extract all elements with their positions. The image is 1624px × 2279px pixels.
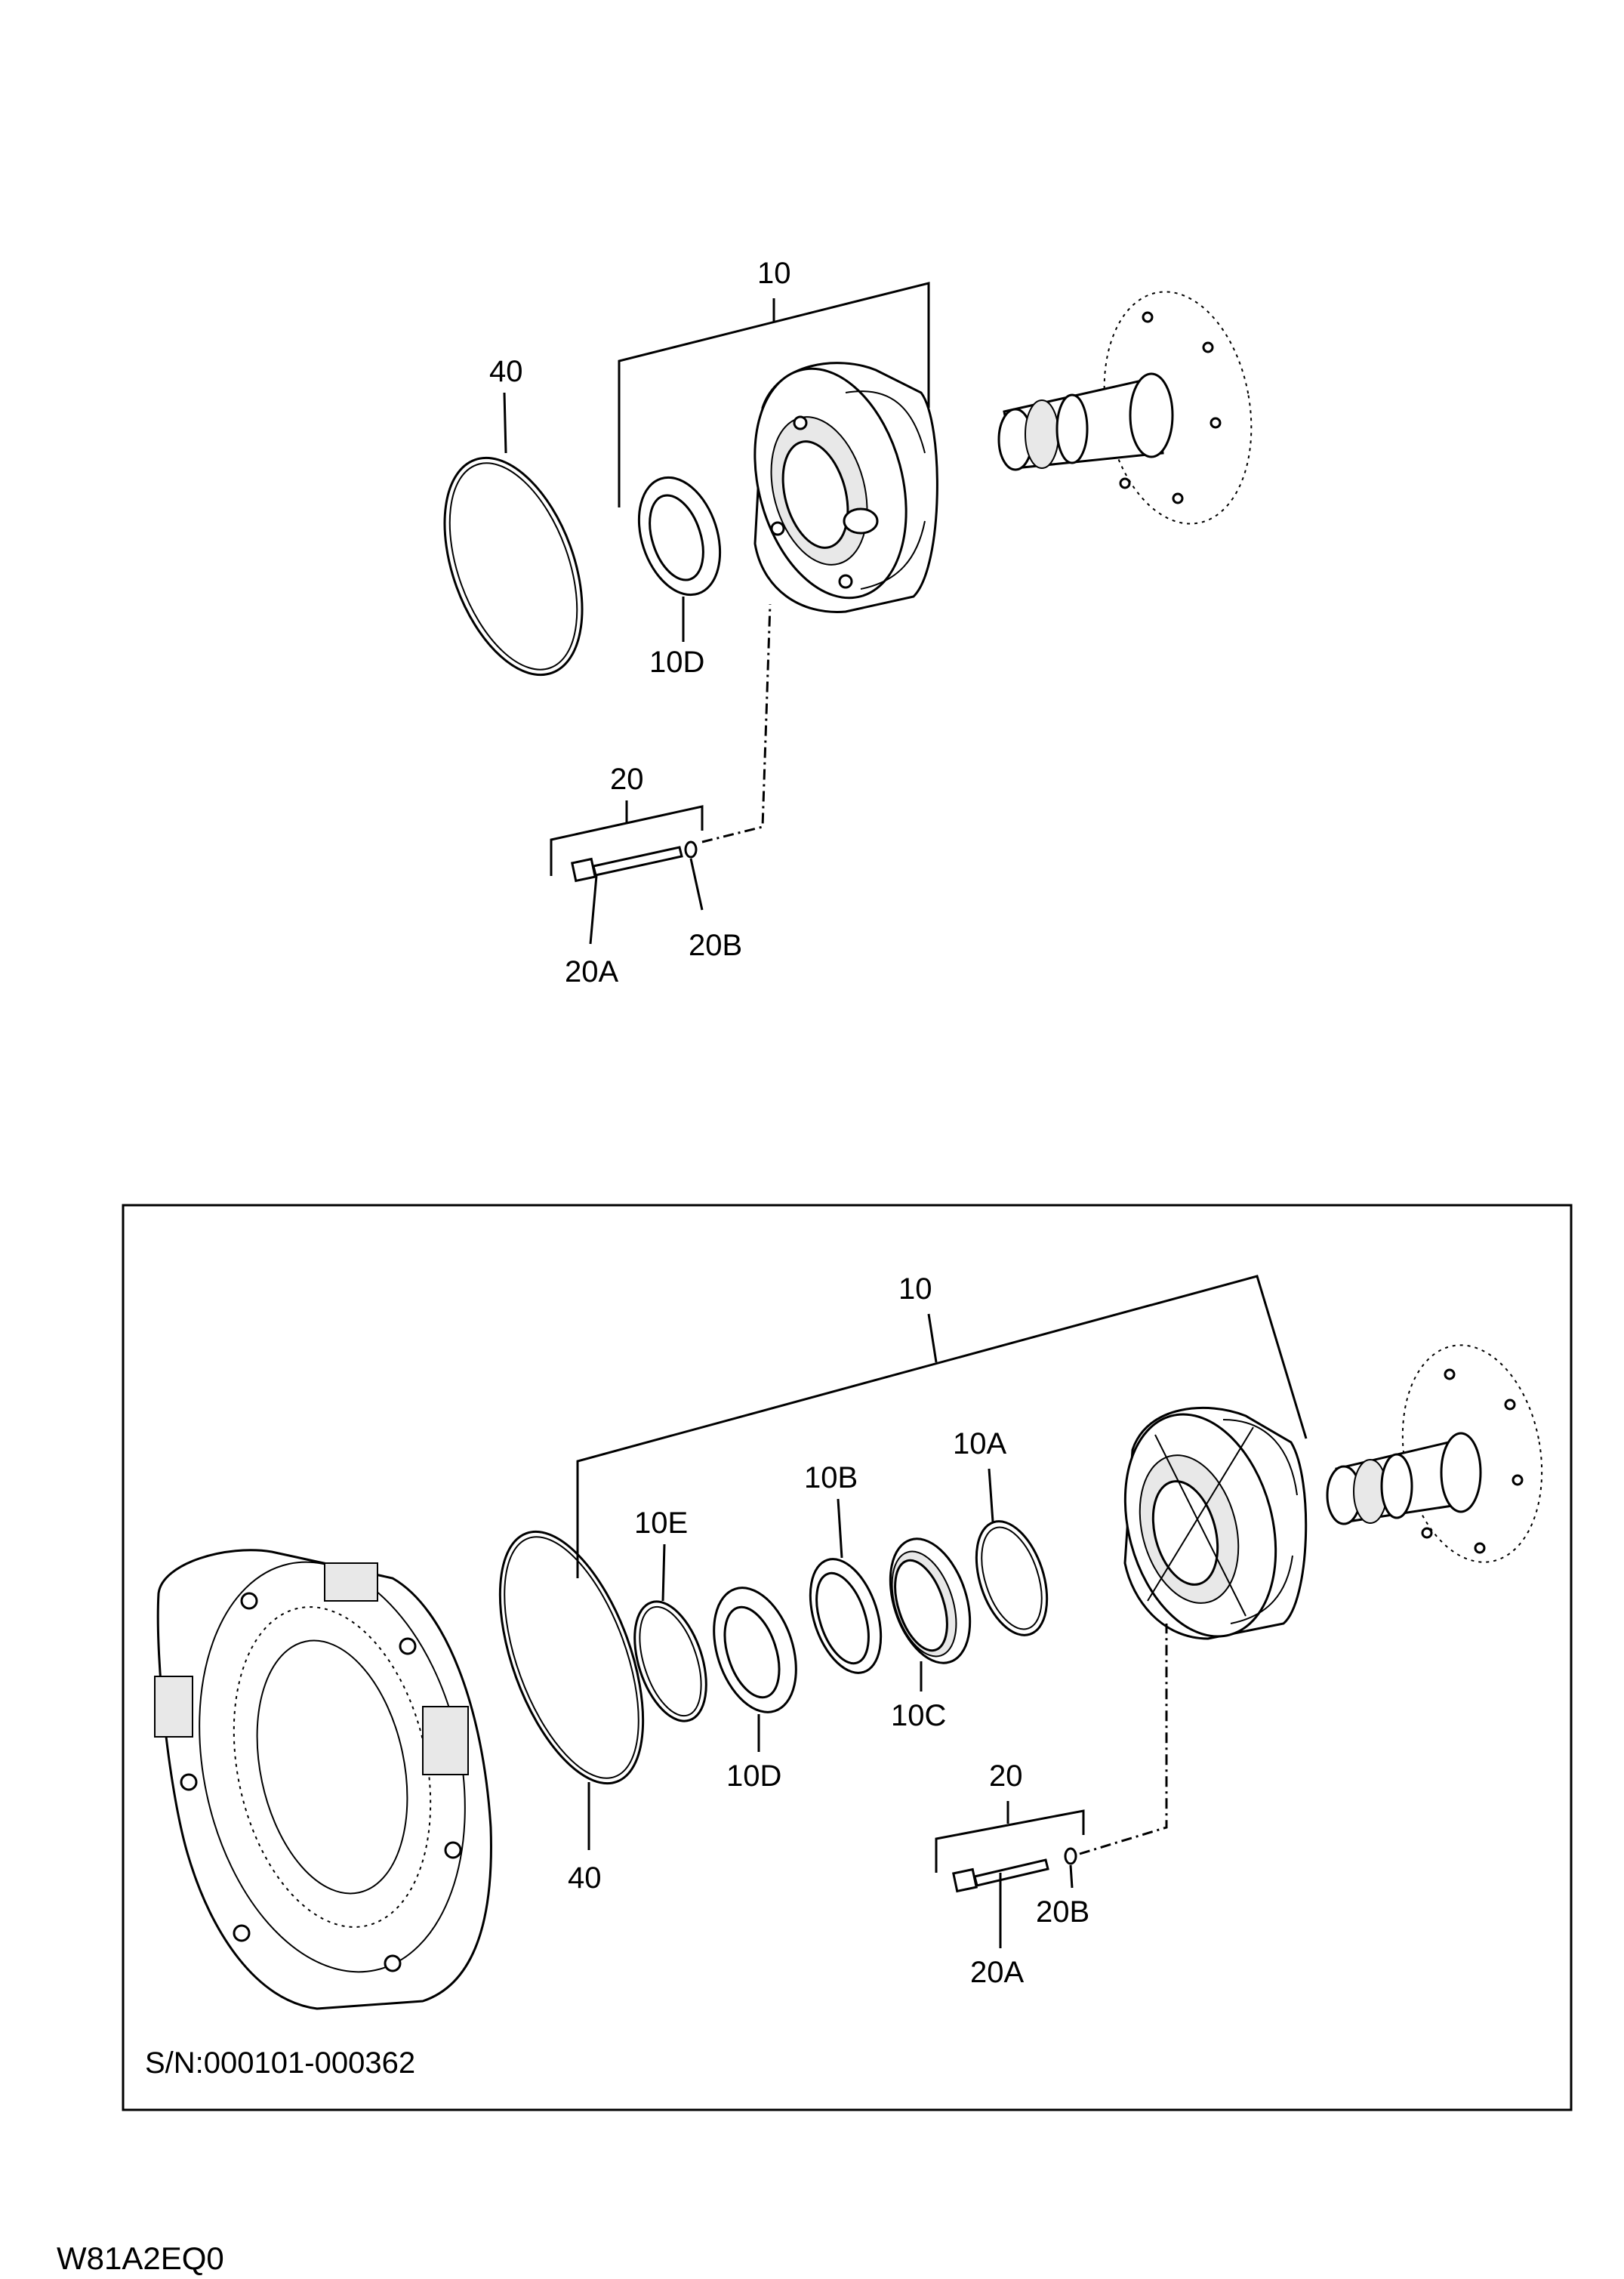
bottom-frame bbox=[122, 1204, 1573, 2111]
top-bracket-10 bbox=[618, 282, 930, 507]
bottom-label-20A: 20A bbox=[970, 1956, 1024, 1989]
bottom-label-20: 20 bbox=[989, 1759, 1023, 1793]
bottom-ring-10B bbox=[809, 1498, 883, 1674]
top-label-40: 40 bbox=[489, 355, 523, 388]
bottom-bearing-10C bbox=[889, 1537, 972, 1692]
bottom-bracket-10 bbox=[576, 1275, 1308, 1578]
top-view: 10 40 10D bbox=[443, 257, 1253, 988]
bottom-label-10: 10 bbox=[898, 1272, 932, 1306]
drawing-code: W81A2EQ0 bbox=[57, 2240, 224, 2276]
top-label-10: 10 bbox=[757, 257, 791, 290]
bottom-transmission-case bbox=[154, 1549, 492, 2010]
top-label-20: 20 bbox=[610, 763, 644, 796]
bottom-bolt-assembly bbox=[935, 1624, 1168, 1948]
top-label-20A: 20A bbox=[565, 955, 618, 988]
top-bolt-assembly bbox=[550, 603, 772, 945]
top-oring-40 bbox=[443, 392, 584, 677]
top-pump-housing bbox=[753, 362, 938, 613]
top-seal-10D bbox=[637, 476, 722, 642]
bottom-oring-40 bbox=[498, 1530, 645, 1850]
bottom-snapring-10E bbox=[633, 1543, 707, 1722]
top-label-20B: 20B bbox=[689, 929, 742, 962]
bottom-label-10B: 10B bbox=[804, 1461, 858, 1494]
bottom-label-20B: 20B bbox=[1036, 1895, 1089, 1929]
bottom-label-10E: 10E bbox=[634, 1506, 688, 1540]
bottom-label-40: 40 bbox=[568, 1861, 602, 1895]
bottom-label-10D: 10D bbox=[726, 1759, 781, 1793]
bottom-seal-10D bbox=[713, 1587, 797, 1752]
bottom-view: 10 40 10E bbox=[122, 1204, 1573, 2111]
serial-number-range: S/N:000101-000362 bbox=[145, 2046, 415, 2080]
bottom-label-10C: 10C bbox=[891, 1699, 946, 1732]
bottom-ring-10A bbox=[975, 1468, 1049, 1636]
bottom-shaft-carrier bbox=[1326, 1344, 1543, 1563]
top-label-10D: 10D bbox=[649, 646, 704, 679]
bottom-pump-housing bbox=[1123, 1406, 1308, 1640]
top-shaft-carrier bbox=[997, 291, 1253, 525]
bottom-label-10A: 10A bbox=[953, 1427, 1006, 1460]
